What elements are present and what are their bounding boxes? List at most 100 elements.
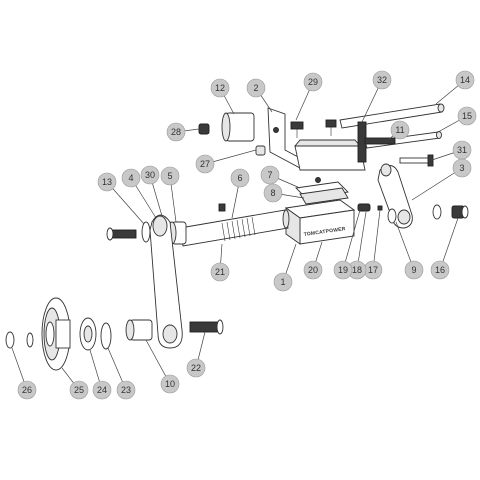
part-main-block: TOMCATPOWER [284, 199, 356, 245]
callout-label: 16 [435, 265, 445, 275]
callout-label: 24 [97, 385, 107, 395]
callout-circle [140, 165, 160, 185]
callout-label: 21 [215, 267, 225, 277]
callout-circle [121, 168, 141, 188]
callout-circle [210, 78, 230, 98]
part-right-lever [377, 163, 413, 229]
callout-circle [430, 260, 450, 280]
callout-18: 18 [347, 260, 367, 280]
part-clamp-plate [295, 177, 349, 205]
part-bearing [79, 317, 97, 351]
callout-label: 7 [267, 170, 272, 180]
callout-11: 11 [390, 120, 410, 140]
callout-circle [404, 260, 424, 280]
callout-circle [455, 70, 475, 90]
leader-line-19 [342, 209, 361, 271]
callout-15: 15 [457, 106, 477, 126]
leader-line-13 [106, 181, 145, 225]
callout-9: 9 [404, 260, 424, 280]
callout-label: 29 [308, 77, 318, 87]
callout-label: 22 [191, 363, 201, 373]
callout-circle [303, 72, 323, 92]
callout-label: 17 [368, 265, 378, 275]
part-set-screw [218, 203, 226, 212]
part-washer [26, 332, 34, 348]
callout-circle [210, 262, 230, 282]
callout-circle [116, 380, 136, 400]
callout-circle [263, 183, 283, 203]
part-bolt [106, 227, 137, 241]
callout-label: 14 [460, 75, 470, 85]
callout-label: 15 [462, 111, 472, 121]
callout-29: 29 [303, 72, 323, 92]
callout-circle [260, 165, 280, 185]
callout-label: 30 [145, 170, 155, 180]
callout-label: 11 [395, 125, 404, 135]
callout-label: 26 [22, 385, 32, 395]
callout-circle [17, 380, 37, 400]
callout-5: 5 [160, 166, 180, 186]
callout-label: 9 [411, 265, 416, 275]
leader-line-3 [411, 167, 463, 201]
callout-label: 1 [280, 277, 285, 287]
part-left-lever [149, 214, 183, 349]
part-pin [377, 205, 383, 211]
callout-3: 3 [452, 158, 472, 178]
part-sleeve [221, 112, 255, 142]
callout-circle [92, 380, 112, 400]
callout-label: 8 [270, 188, 275, 198]
callout-label: 3 [459, 163, 464, 173]
part-wheel [41, 297, 71, 371]
callout-label: 27 [200, 159, 210, 169]
part-bushing [125, 319, 153, 341]
part-small-nut [255, 145, 266, 156]
part-bolt [325, 119, 337, 136]
callout-26: 26 [17, 380, 37, 400]
callout-circle [452, 140, 472, 160]
part-nut [5, 331, 15, 349]
part-bolt [451, 205, 469, 219]
callout-circle [186, 358, 206, 378]
callout-label: 12 [215, 83, 225, 93]
callout-13: 13 [97, 172, 117, 192]
callout-16: 16 [430, 260, 450, 280]
leader-line-18 [356, 211, 367, 271]
callout-17: 17 [363, 260, 383, 280]
callout-10: 10 [160, 374, 180, 394]
callout-label: 19 [338, 265, 348, 275]
callout-12: 12 [210, 78, 230, 98]
callout-circle [333, 260, 353, 280]
callout-circle [195, 154, 215, 174]
callout-circle [372, 70, 392, 90]
callout-27: 27 [195, 154, 215, 174]
part-bolt [399, 154, 434, 167]
callout-label: 18 [352, 265, 362, 275]
callout-circle [230, 168, 250, 188]
callout-circle [69, 380, 89, 400]
part-mounting-bracket [267, 107, 366, 171]
callout-circle [246, 78, 266, 98]
part-washer [432, 204, 442, 220]
callout-circle [457, 106, 477, 126]
part-washer [141, 221, 151, 243]
callout-28: 28 [166, 122, 186, 142]
callout-14: 14 [455, 70, 475, 90]
part-bolt [189, 319, 224, 335]
callout-circle [97, 172, 117, 192]
callout-label: 25 [74, 385, 84, 395]
part-threaded-shaft [179, 209, 290, 247]
part-threaded-bar [364, 137, 396, 145]
callout-circle [166, 122, 186, 142]
callout-label: 4 [128, 173, 133, 183]
callout-4: 4 [121, 168, 141, 188]
callout-20: 20 [303, 260, 323, 280]
callout-23: 23 [116, 380, 136, 400]
part-bolt [290, 121, 304, 138]
callout-19: 19 [333, 260, 353, 280]
callout-label: 23 [121, 385, 131, 395]
leader-line-17 [372, 209, 381, 271]
callout-8: 8 [263, 183, 283, 203]
callout-circle [160, 374, 180, 394]
callout-22: 22 [186, 358, 206, 378]
callout-label: 10 [165, 379, 175, 389]
